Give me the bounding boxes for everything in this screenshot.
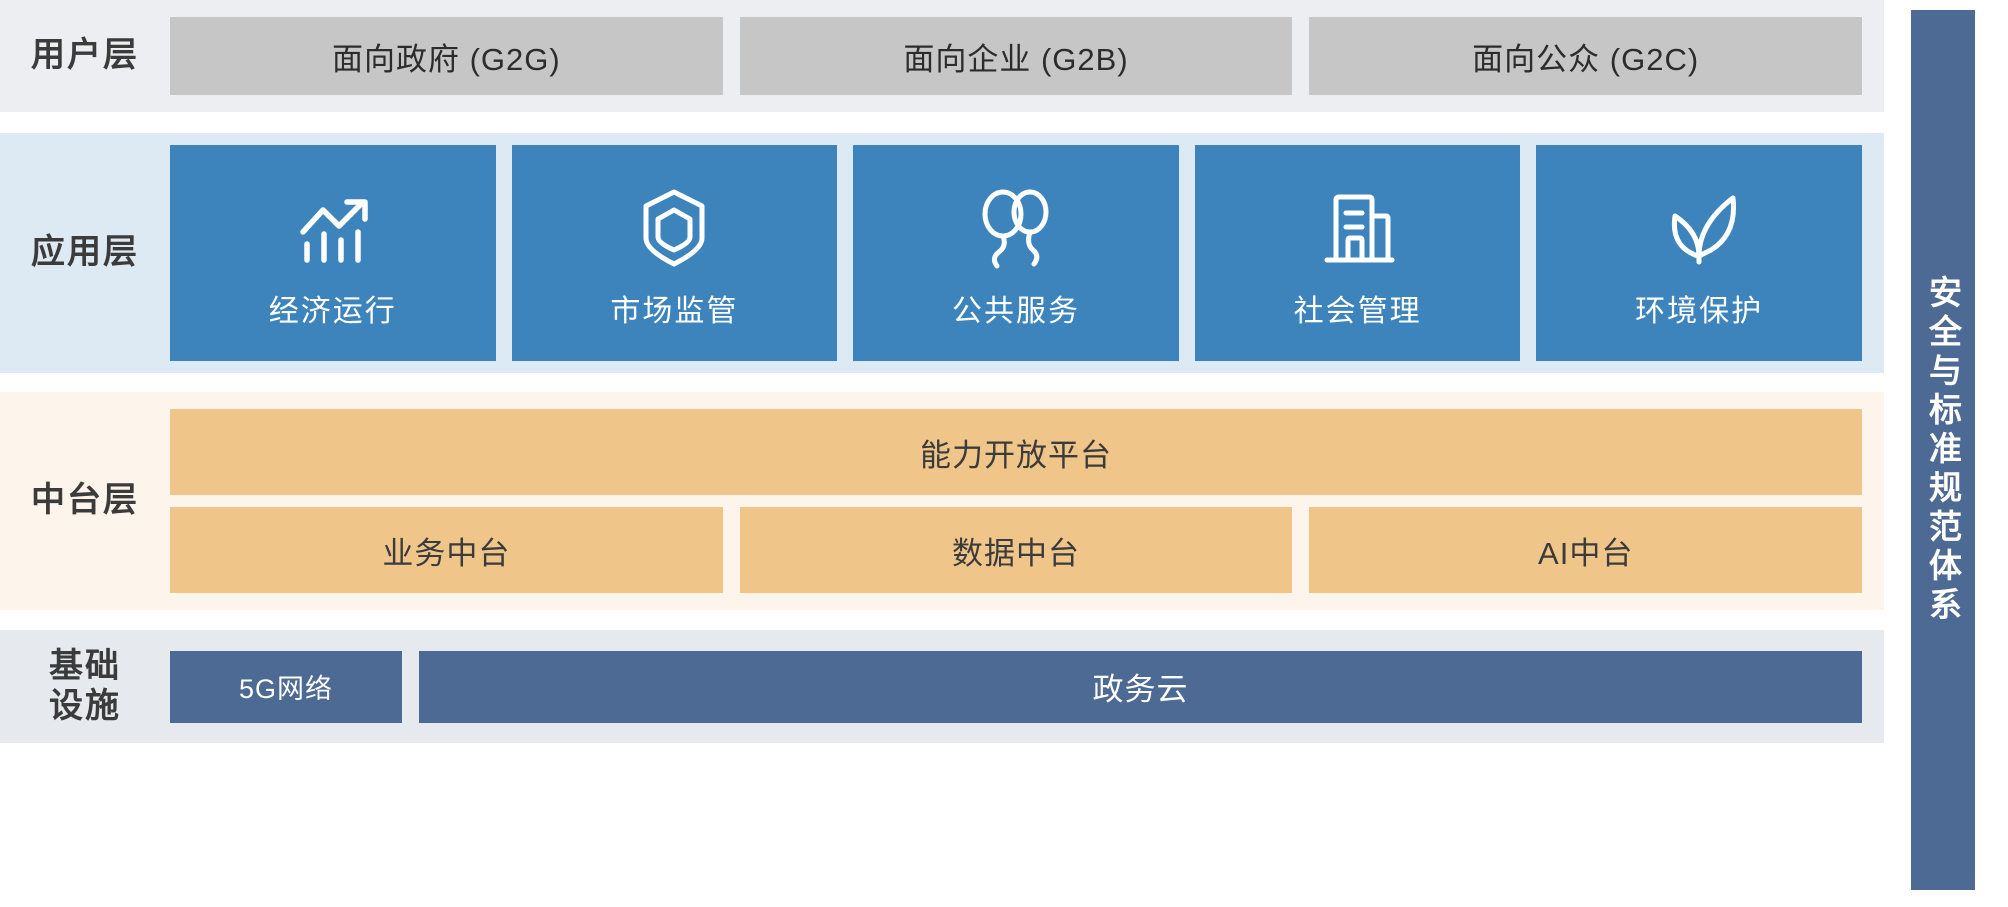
middle-platform-layer: 中台层 能力开放平台 业务中台 数据中台 AI中台 <box>0 392 1884 610</box>
middle-platform-layer-boxes: 能力开放平台 业务中台 数据中台 AI中台 <box>170 406 1884 596</box>
user-box-g2g[interactable]: 面向政府 (G2G) <box>170 17 723 95</box>
security-standards-bar: 安全与标准规范体系 <box>1911 10 1975 890</box>
user-layer: 用户层 面向政府 (G2G) 面向企业 (G2B) 面向公众 (G2C) <box>0 0 1884 112</box>
infrastructure-layer-label-line1: 基础 <box>49 647 121 686</box>
user-layer-label: 用户层 <box>31 36 139 75</box>
app-box-environmental-protection[interactable]: 环境保护 <box>1536 145 1862 361</box>
shield-hexagon-icon <box>628 182 720 274</box>
application-layer: 应用层 经济运行 <box>0 133 1884 373</box>
app-box-economic-operation[interactable]: 经济运行 <box>170 145 496 361</box>
mid-box-business-midend[interactable]: 业务中台 <box>170 507 723 593</box>
mid-box-row: 业务中台 数据中台 AI中台 <box>170 507 1863 593</box>
app-box-public-service[interactable]: 公共服务 <box>853 145 1179 361</box>
app-label-economic-operation: 经济运行 <box>268 295 397 328</box>
app-label-environmental-protection: 环境保护 <box>1635 295 1764 328</box>
layer-stack: 用户层 面向政府 (G2G) 面向企业 (G2B) 面向公众 (G2C) 应用层 <box>0 0 1884 743</box>
middle-platform-layer-label: 中台层 <box>31 481 139 520</box>
user-box-g2c[interactable]: 面向公众 (G2C) <box>1309 17 1863 95</box>
infra-box-government-cloud[interactable]: 政务云 <box>419 650 1862 723</box>
building-icon <box>1312 182 1404 274</box>
infrastructure-layer-label: 基础 设施 <box>0 647 170 726</box>
user-box-g2b[interactable]: 面向企业 (G2B) <box>739 17 1293 95</box>
app-label-public-service: 公共服务 <box>951 295 1080 328</box>
app-label-market-supervision: 市场监管 <box>610 295 739 328</box>
infrastructure-layer: 基础 设施 5G网络 政务云 <box>0 630 1884 743</box>
leaf-sprout-icon <box>1653 182 1745 274</box>
mid-box-data-midend[interactable]: 数据中台 <box>739 507 1293 593</box>
security-standards-bar-label: 安全与标准规范体系 <box>1924 274 1962 626</box>
mid-box-ai-midend[interactable]: AI中台 <box>1309 507 1863 593</box>
application-layer-boxes: 经济运行 市场监管 <box>170 145 1884 361</box>
user-layer-boxes: 面向政府 (G2G) 面向企业 (G2B) 面向公众 (G2C) <box>170 17 1884 95</box>
application-layer-label: 应用层 <box>31 233 139 272</box>
app-box-market-supervision[interactable]: 市场监管 <box>511 145 838 361</box>
infrastructure-layer-boxes: 5G网络 政务云 <box>170 650 1884 723</box>
app-label-social-management: 社会管理 <box>1293 295 1422 328</box>
mid-box-capability-open-platform[interactable]: 能力开放平台 <box>170 409 1862 495</box>
app-box-social-management[interactable]: 社会管理 <box>1194 145 1521 361</box>
infrastructure-layer-label-line2: 设施 <box>49 686 121 725</box>
growth-chart-icon <box>287 182 379 274</box>
balloons-icon <box>970 182 1062 274</box>
infra-box-5g-network[interactable]: 5G网络 <box>170 650 402 723</box>
